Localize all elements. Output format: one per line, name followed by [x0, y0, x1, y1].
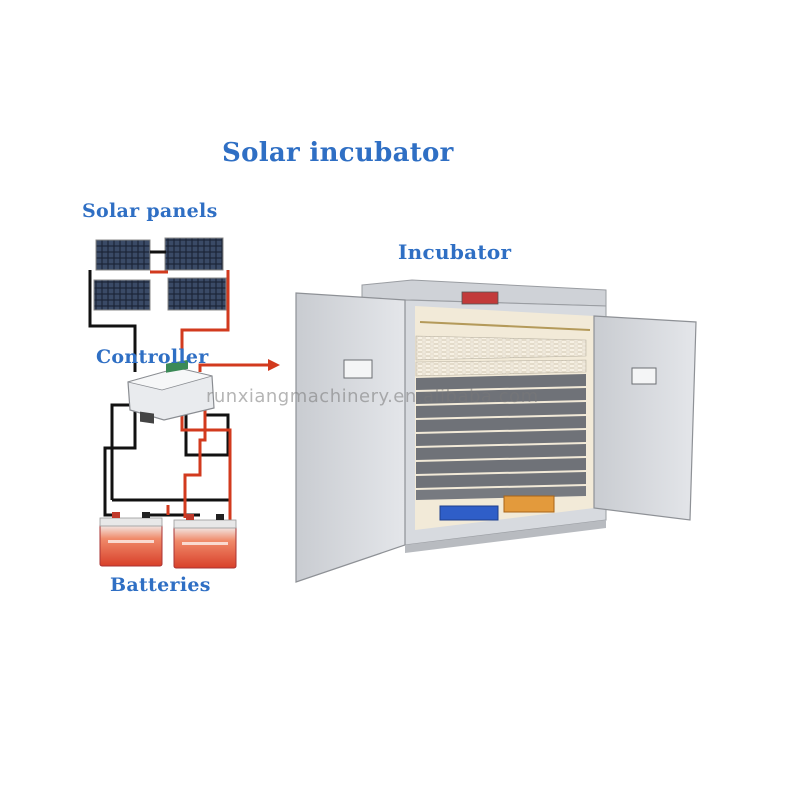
incubator-label: Incubator	[398, 240, 512, 264]
solar-panels-label: Solar panels	[82, 200, 218, 222]
left-door	[295, 292, 406, 583]
water-tray-blue	[439, 505, 499, 521]
solar-panel	[167, 277, 227, 311]
water-tray-orange	[503, 495, 555, 513]
controller-device	[127, 359, 215, 424]
arrow-to-incubator	[268, 359, 280, 371]
left-door-window	[343, 359, 373, 379]
battery	[99, 512, 163, 567]
solar-panel	[95, 239, 151, 271]
solar-panels	[93, 237, 227, 311]
red-wires	[150, 270, 270, 520]
solar-panel	[93, 279, 151, 311]
batteries-label: Batteries	[110, 574, 211, 596]
right-door-window	[631, 367, 657, 385]
battery	[173, 514, 237, 569]
controller-label: Controller	[96, 346, 209, 368]
solar-panel	[164, 237, 224, 271]
watermark-text: runxiangmachinery.en.alibaba.com	[206, 386, 539, 407]
control-panel	[461, 291, 499, 305]
incubator-cabinet	[295, 279, 697, 583]
egg-trays	[415, 335, 587, 500]
batteries	[99, 512, 237, 569]
diagram-title: Solar incubator	[222, 138, 454, 168]
right-door	[593, 315, 697, 521]
